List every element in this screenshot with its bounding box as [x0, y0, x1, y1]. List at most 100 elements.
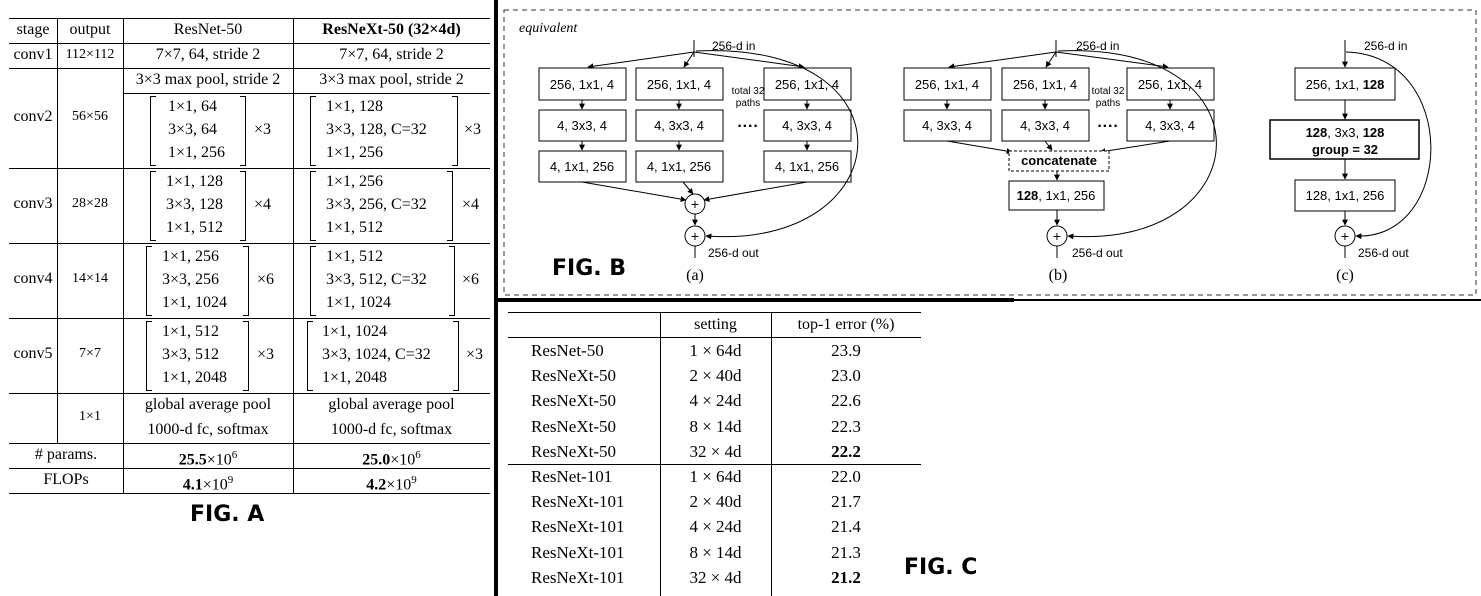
bold-part: 128	[1306, 125, 1328, 140]
rule	[508, 464, 921, 465]
error-cell: 21.4	[831, 517, 861, 537]
box-text: 4, 3x3, 4	[922, 118, 972, 133]
box-text: 4, 3x3, 4	[557, 118, 607, 133]
bracket	[307, 321, 313, 391]
fig-a-label: FIG. A	[190, 502, 265, 527]
split-arrow	[587, 51, 695, 70]
merge-arrow	[946, 140, 1013, 155]
fig-b-block-diagram: equivalent 256-d in 256, 1x1, 4 4, 3x3, …	[500, 0, 1481, 300]
sub-b: (b)	[1049, 267, 1068, 284]
bracket	[150, 96, 156, 166]
box-text: 256, 1x1, 4	[915, 77, 979, 92]
out-label-a: 256-d out	[708, 246, 759, 260]
box-c3-text: 128, 1x1, 256	[1306, 188, 1385, 203]
concatenate-text: concatenate	[1021, 153, 1097, 168]
setting-cell: 32 × 4d	[689, 567, 742, 587]
bold-part: 128	[1363, 77, 1385, 92]
bold-part: 128	[1363, 125, 1385, 140]
params-label: # params.	[34, 446, 98, 463]
resnext-conv2-mult: ×3	[464, 121, 482, 138]
rule	[9, 243, 490, 244]
box-text: 4, 1x1, 256	[647, 159, 711, 174]
resnext-final-line: 1000-d fc, softmax	[330, 421, 453, 438]
bracket	[449, 246, 455, 316]
setting-cell: 4 × 24d	[689, 517, 742, 537]
resnext-conv3-mult: ×4	[462, 196, 480, 213]
split-arrow	[948, 51, 1057, 70]
model-cell: ResNeXt-101	[531, 567, 625, 587]
box-text: 4, 3x3, 4	[782, 118, 832, 133]
box-b2-2	[1001, 109, 1090, 142]
rule	[508, 312, 921, 313]
resnext-conv5-mult: ×3	[466, 346, 484, 363]
output-final: 1×1	[79, 409, 101, 424]
total-paths-a: paths	[736, 98, 760, 109]
box-c3	[1294, 179, 1396, 212]
rule	[123, 18, 124, 493]
box-c1-text: 256, 1x1, 128	[1306, 77, 1385, 92]
resnet-conv5-line: 1×1, 2048	[162, 369, 228, 386]
merge-arrow	[1044, 140, 1053, 151]
setting-cell: 1 × 64d	[689, 467, 742, 486]
resnet-conv2-line: 3×3, 64	[168, 121, 218, 138]
bracket	[453, 321, 459, 391]
bracket	[310, 96, 316, 166]
box-text: 256, 1x1, 4	[1013, 77, 1077, 92]
dots-b: ····	[1097, 118, 1118, 135]
bracket	[240, 96, 246, 166]
flops-resnext: 4.2×109	[293, 470, 490, 495]
model-cell: ResNet-50	[531, 341, 604, 360]
dots-a: ····	[737, 118, 758, 135]
flops-resnet-value: 4.1	[182, 476, 203, 494]
box-b-final-text: 128, 1x1, 256	[1017, 188, 1096, 203]
resnet-final-line: global average pool	[144, 396, 272, 413]
rule	[9, 318, 490, 319]
flops-resnet: 4.1×109	[123, 470, 293, 495]
sub-a: (a)	[686, 267, 704, 284]
resnet-conv5-line: 1×1, 512	[162, 323, 220, 340]
resnext-conv4-line: 1×1, 1024	[326, 294, 392, 311]
resnet-conv3-line: 1×1, 128	[166, 173, 224, 190]
box-c2-group: group = 32	[1312, 142, 1378, 157]
resnet-conv2-line: 1×1, 256	[168, 144, 226, 161]
resnext-conv4-line: 3×3, 512, C=32	[326, 271, 427, 288]
box-a2-3	[635, 150, 724, 183]
params-exp: 6	[415, 449, 421, 461]
shortcut-curve	[695, 50, 859, 240]
resnext-conv3-line: 1×1, 512	[326, 219, 384, 236]
box-c1	[1294, 67, 1396, 101]
resnext-final-line: global average pool	[328, 396, 455, 413]
resnext-conv5-line: 1×1, 2048	[322, 369, 388, 386]
error-cell: 23.0	[831, 366, 861, 386]
stage-conv3: conv3	[13, 195, 53, 212]
setting-cell: 4 × 24d	[689, 391, 742, 411]
header-resnet: ResNet-50	[173, 21, 243, 38]
resnext-conv3-line: 1×1, 256	[326, 173, 384, 190]
box-a1-1	[538, 67, 627, 101]
model-cell: ResNeXt-101	[531, 542, 625, 562]
in-label-c: 256-d in	[1364, 39, 1407, 53]
resnext-conv5-line: 1×1, 1024	[322, 323, 388, 340]
box-a3-3	[763, 150, 852, 183]
model-cell: ResNeXt-101	[531, 492, 625, 512]
resnet-conv1: 7×7, 64, stride 2	[155, 46, 261, 63]
split-arrow	[683, 51, 695, 68]
bracket	[310, 246, 316, 316]
model-cell: ResNeXt-50	[531, 416, 616, 436]
error-cell: 23.9	[831, 341, 861, 360]
model-cell: ResNeXt-101	[531, 517, 625, 537]
split-arrow	[693, 51, 805, 70]
resnext-conv5-line: 3×3, 1024, C=32	[322, 346, 431, 363]
bracket	[310, 171, 316, 241]
stage-conv5: conv5	[13, 345, 53, 362]
box-b2-1	[1001, 67, 1090, 101]
box-b3-2	[1126, 109, 1215, 142]
resnext-conv2-line: 1×1, 128	[326, 98, 384, 115]
rule	[9, 168, 490, 169]
separator-horizontal-thin	[1014, 299, 1481, 301]
bracket	[146, 321, 152, 391]
resnet-conv5-line: 3×3, 512	[162, 346, 220, 363]
resnet-final-line: 1000-d fc, softmax	[147, 421, 269, 438]
box-b1-2	[903, 109, 992, 142]
bracket	[240, 171, 246, 241]
